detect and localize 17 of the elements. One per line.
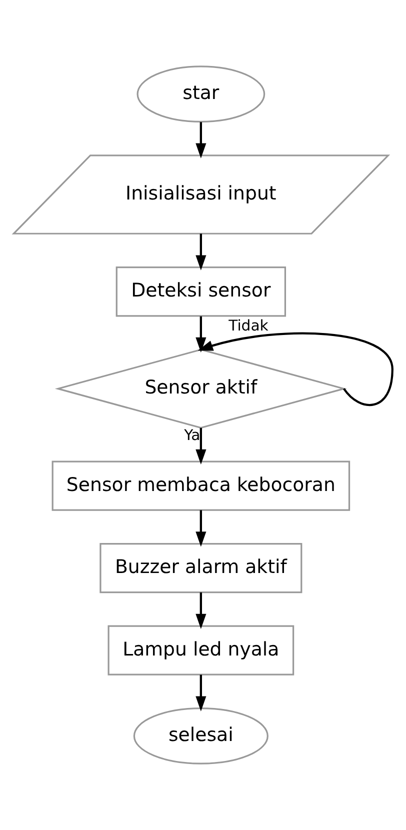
node-diamond: Sensor aktif <box>54 348 347 429</box>
node-ellipse: star <box>136 66 266 122</box>
node-box: Sensor membaca kebocoran <box>52 460 350 511</box>
arrow <box>198 332 394 406</box>
arrow <box>196 592 206 629</box>
edge-label: Ya <box>184 426 200 444</box>
arrow <box>196 316 206 352</box>
node-ellipse: selesai <box>133 707 268 764</box>
arrow <box>196 122 206 158</box>
node-box: Deteksi sensor <box>116 266 286 317</box>
arrow <box>196 674 206 712</box>
edge-label: Tidak <box>228 318 268 335</box>
node-box: Buzzer alarm aktif <box>100 542 302 594</box>
arrow <box>196 428 206 465</box>
arrow <box>196 234 206 270</box>
node-box: Lampu led nyala <box>108 625 294 676</box>
arrow <box>196 510 206 547</box>
